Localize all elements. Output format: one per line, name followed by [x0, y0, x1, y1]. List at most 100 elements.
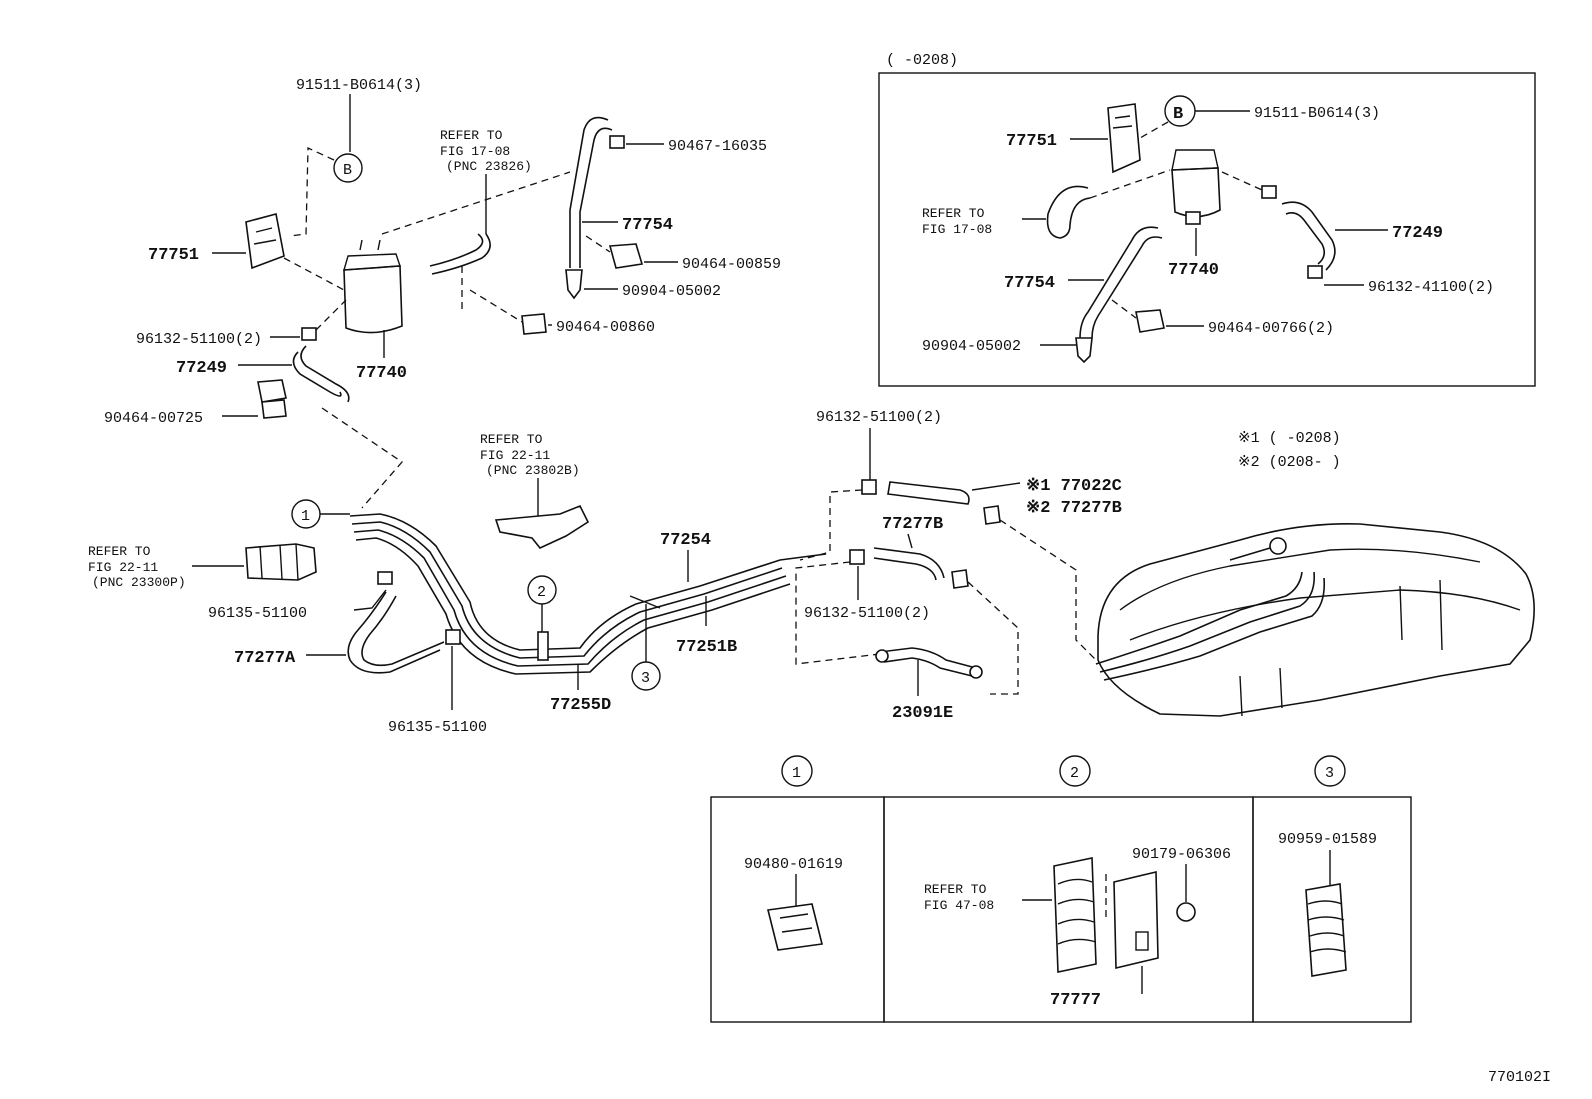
- label-77277a: 77277A: [234, 649, 296, 668]
- label-96132-51100-mid: 96132-51100(2): [804, 605, 930, 622]
- clip-96135-a: [377, 571, 393, 585]
- hose-77277a: [347, 591, 441, 674]
- fitting-23091e-left: [875, 649, 889, 663]
- pipe-clamp-2: [537, 631, 549, 661]
- inset-dash-clip: [1221, 171, 1263, 191]
- fuel-tank-ribs: [1239, 579, 1443, 717]
- inset-canister-outlet: [1185, 211, 1201, 225]
- inset-fitting-90904: [1075, 337, 1093, 364]
- tank-pipe-1: [1095, 571, 1303, 665]
- pipe-clamp-3: [629, 595, 661, 609]
- refer-2211-b: FIG 22-11: [480, 448, 550, 463]
- hose-23091e: [879, 647, 977, 669]
- marker-1-label: 1: [301, 508, 310, 525]
- label-96132-51100-top: 96132-51100(2): [816, 409, 942, 426]
- clip-96132-left: [301, 327, 317, 341]
- dash-clamp-859: [585, 235, 611, 253]
- clip-90480-01619: [767, 903, 823, 951]
- fuel-tank-ridge-2: [1129, 589, 1521, 641]
- inset-dash-clamp: [1111, 299, 1137, 319]
- label-77277b: 77277B: [882, 515, 943, 534]
- label-91511-b0614: 91511-B0614(3): [296, 77, 422, 94]
- dash-clamp-860: [469, 289, 523, 323]
- leader-77022c: [971, 482, 1021, 491]
- label-77249: 77249: [176, 359, 227, 378]
- fitting-23091e-right: [969, 665, 983, 679]
- clamp-90464-00859: [608, 243, 644, 269]
- label-77740: 77740: [356, 364, 407, 383]
- inset-hose-77754: [1079, 226, 1159, 339]
- inset-label-90904-05002: 90904-05002: [922, 338, 1021, 355]
- hose-77249-inner: [300, 345, 350, 403]
- label-77251b: 77251B: [676, 638, 737, 657]
- refer-1708-c: (PNC 23826): [446, 159, 532, 174]
- pump-ribs: [259, 543, 299, 581]
- refer-part-2211: [494, 504, 590, 549]
- refer-hose-1708: [429, 233, 484, 267]
- detail-box-3: [1252, 796, 1412, 1023]
- inset-canister-77740: [1171, 167, 1221, 218]
- bracket-77751: [245, 213, 285, 270]
- dash-canister-top: [381, 171, 571, 235]
- clamp-90464-00860: [521, 313, 547, 335]
- pipe-77254: [349, 513, 827, 651]
- label-90464-00859: 90464-00859: [682, 256, 781, 273]
- clamp-90464-00725-lower: [261, 399, 287, 419]
- hose-77249: [292, 351, 342, 397]
- label-77255d: 77255D: [550, 696, 611, 715]
- tank-sender: [1269, 537, 1287, 555]
- clamp-77777-b: [1113, 870, 1159, 970]
- inset-b-letter: B: [1173, 105, 1183, 124]
- hose-77277b: [873, 547, 945, 579]
- canister-top: [343, 253, 401, 271]
- refer-1708-b: FIG 17-08: [440, 144, 510, 159]
- inset-clip-96132: [1307, 265, 1323, 279]
- pipe-77251b: [351, 521, 783, 659]
- label-90179-06306: 90179-06306: [1132, 846, 1231, 863]
- tank-pipe-top: [1229, 547, 1271, 561]
- dash-bracket-canister: [283, 257, 345, 291]
- clamp-77777-a: [1053, 857, 1097, 973]
- fuel-tank-ridge-1: [1119, 548, 1481, 611]
- label-90464-00725: 90464-00725: [104, 410, 203, 427]
- fitting-90904: [565, 269, 583, 300]
- clip-96132-top: [861, 479, 877, 495]
- clip-tank-upper: [983, 505, 1001, 525]
- inset-label-77751: 77751: [1006, 132, 1057, 151]
- clip-90480-detail: [779, 913, 813, 933]
- inset-clip-upper: [1261, 185, 1277, 199]
- hose-77277a-inner: [361, 595, 445, 667]
- dash-b-bracket: [289, 146, 335, 237]
- hose-77277b-inner: [873, 557, 937, 581]
- hose-77754-inner: [579, 127, 613, 268]
- inset-label-91511-b0614: 91511-B0614(3): [1254, 105, 1380, 122]
- refer-2211-a: REFER TO: [480, 432, 543, 447]
- dash-top-branch: [799, 489, 863, 561]
- inset-refer-a: REFER TO: [922, 206, 985, 221]
- clip-tank-lower: [951, 569, 969, 589]
- tank-pipe-3: [1103, 577, 1326, 681]
- inset-label-77740: 77740: [1168, 261, 1219, 280]
- label-96132-51100-left: 96132-51100(2): [136, 331, 262, 348]
- clamp-90464-00725: [257, 379, 287, 403]
- leader-77277b: [907, 533, 913, 549]
- inset-hose-refer: [1046, 185, 1091, 239]
- clip-96135-b: [445, 629, 461, 645]
- dash-tank-lower: [967, 581, 1019, 695]
- detail-marker-3: [1314, 755, 1346, 787]
- nut-90179-06306: [1176, 902, 1196, 922]
- label-77777: 77777: [1050, 991, 1101, 1010]
- inset-label-90464-00766: 90464-00766(2): [1208, 320, 1334, 337]
- inset-bracket-detail: [1112, 115, 1133, 129]
- hose-77754: [569, 116, 609, 268]
- hose-23091e-inner: [883, 657, 973, 677]
- dash-clip-canister: [315, 299, 347, 331]
- clamp-90959-01589: [1305, 883, 1347, 977]
- inset-label-77754: 77754: [1004, 274, 1055, 293]
- dash-hose-to-pipe: [321, 407, 403, 509]
- tank-pipe-2: [1099, 571, 1316, 673]
- label-77022c: ※1 77022C: [1026, 477, 1122, 496]
- note-1: ※1 ( -0208): [1238, 430, 1341, 447]
- detail-marker-3-label: 3: [1325, 765, 1334, 782]
- leader-96135-a: [353, 589, 387, 611]
